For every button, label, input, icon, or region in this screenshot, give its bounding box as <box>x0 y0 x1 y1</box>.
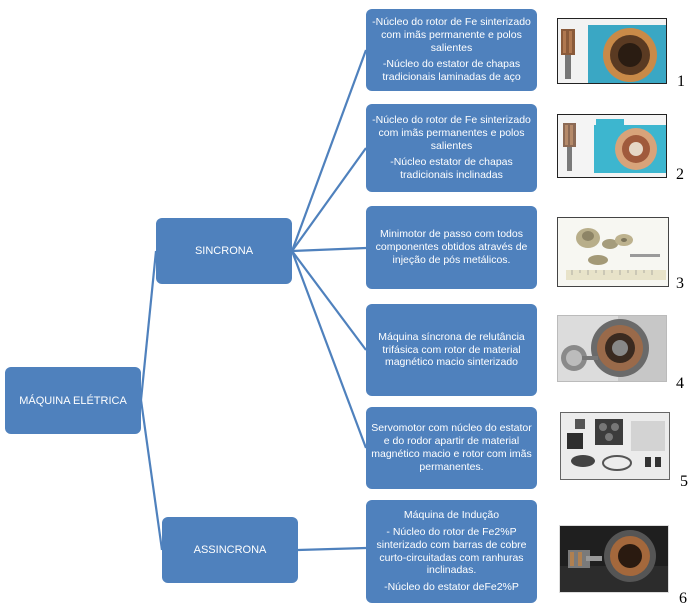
photo-number-2: 2 <box>676 166 684 183</box>
connector-sincrona-5 <box>290 250 368 449</box>
photo-number-1: 1 <box>677 73 685 90</box>
leaf-box-2: -Núcleo do rotor de Fe sinterizado com i… <box>366 104 537 192</box>
leaf-box-4: Máquina síncrona de relutância trifásica… <box>366 304 537 396</box>
connector-sincrona-2 <box>291 147 367 252</box>
leaf-3-text-1: Minimotor de passo com todos componentes… <box>375 228 528 266</box>
leaf-box-1: -Núcleo do rotor de Fe sinterizado com i… <box>366 9 537 91</box>
photo-1 <box>557 18 667 84</box>
category-sincrona: SINCRONA <box>156 218 292 284</box>
leaf-6-text-3: -Núcleo do estator deFe2%P <box>384 581 519 594</box>
photo-3 <box>557 217 669 287</box>
connector-sincrona-1 <box>290 49 368 252</box>
connector-sincrona-4 <box>291 250 367 351</box>
photo-number-6: 6 <box>679 590 687 607</box>
photo-number-4: 4 <box>676 375 684 392</box>
photo-5 <box>560 412 670 480</box>
leaf-6-text-1: Máquina de Indução <box>403 509 500 522</box>
leaf-box-5: Servomotor com núcleo do estator e do ro… <box>366 407 537 489</box>
leaf-4-text-1: Máquina síncrona de relutância trifásica… <box>378 330 525 369</box>
photo-6 <box>559 525 669 593</box>
photo-number-3: 3 <box>676 275 684 292</box>
leaf-6-text-2: - Núcleo do rotor de Fe2%P sinterizado c… <box>376 525 527 577</box>
photo-4 <box>557 315 667 382</box>
leaf-2-text-2: -Núcleo estator de chapas tradicionais i… <box>390 156 513 182</box>
photo-2 <box>557 114 667 178</box>
leaf-1-text-1: -Núcleo do rotor de Fe sinterizado com i… <box>372 16 531 54</box>
connector-root-sincrona <box>139 250 158 401</box>
leaf-5-text-1: Servomotor com núcleo do estator e do ro… <box>371 422 532 473</box>
category-assincrona-label: ASSINCRONA <box>193 544 267 556</box>
leaf-box-6: Máquina de Indução - Núcleo do rotor de … <box>366 500 537 603</box>
root-label: MÁQUINA ELÉTRICA <box>19 394 127 407</box>
photo-number-5: 5 <box>680 473 688 490</box>
leaf-box-3: Minimotor de passo com todos componentes… <box>366 206 537 289</box>
leaf-1-text-2: -Núcleo do estator de chapas tradicionai… <box>382 58 521 84</box>
connector-assincrona-6 <box>297 546 367 552</box>
root-node: MÁQUINA ELÉTRICA <box>5 367 141 434</box>
connector-sincrona-3 <box>291 246 367 253</box>
connector-root-assincrona <box>139 399 164 551</box>
category-sincrona-label: SINCRONA <box>194 245 254 257</box>
leaf-2-text-1: -Núcleo do rotor de Fe sinterizado com i… <box>372 114 531 152</box>
category-assincrona: ASSINCRONA <box>162 517 298 583</box>
